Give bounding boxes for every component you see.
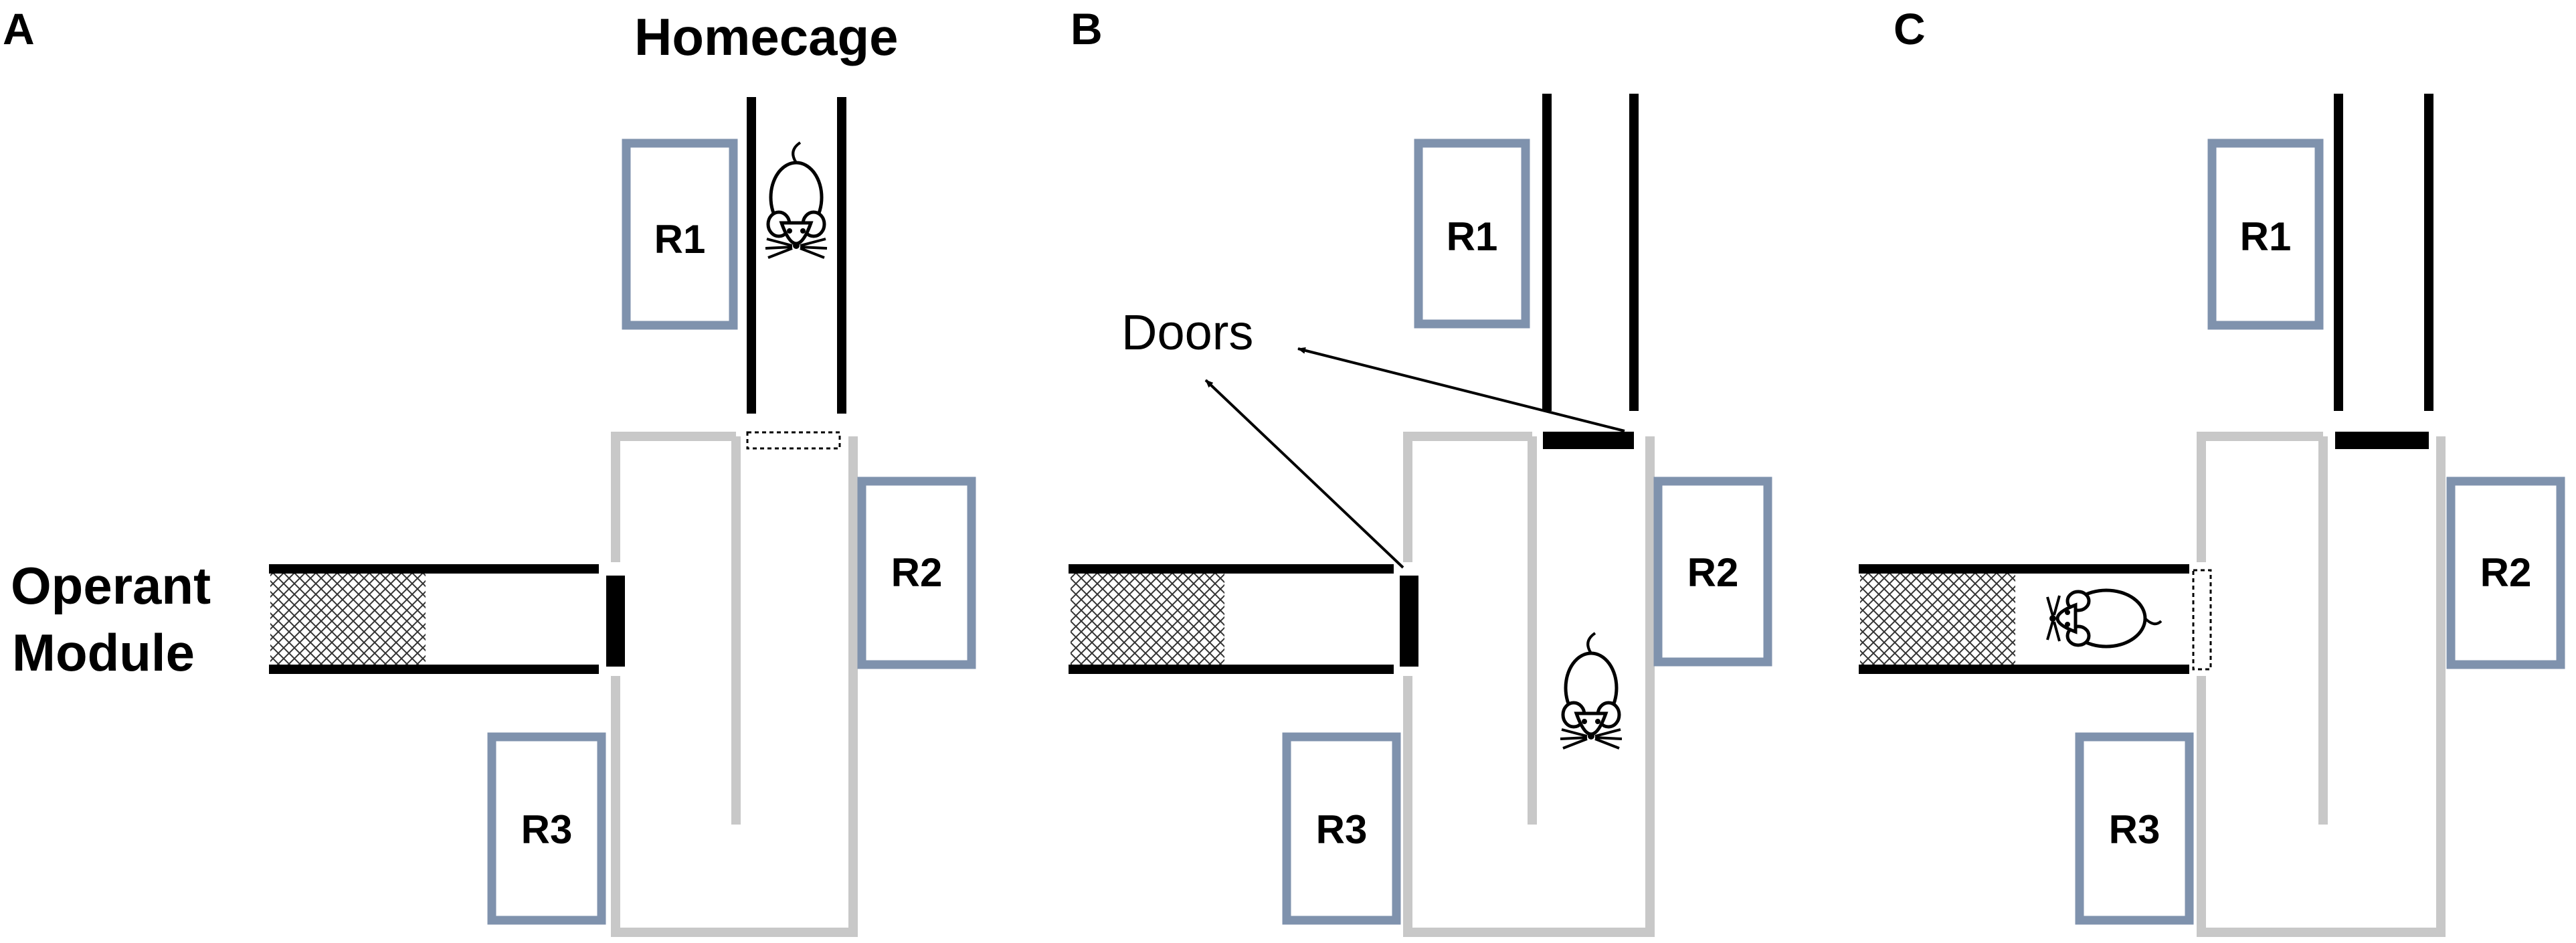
homecage-door-open [746,431,841,450]
reader-r3-label: R3 [521,807,573,852]
panel-c: C R1 R2 R3 [1859,4,2565,937]
corridor-wall [1403,432,1532,562]
mouse-icon [2047,590,2161,647]
corridor-wall [1403,436,1655,937]
reader-r3 [487,732,606,925]
homecage-door-closed [2335,432,2429,449]
operant-door-closed [606,576,625,667]
mouse-icon [765,143,827,258]
reader-r2-label: R2 [891,550,943,595]
operant-mesh [1071,574,1224,665]
corridor-wall [2197,436,2446,937]
operant-mesh [270,574,426,665]
reader-r3-label: R3 [1316,807,1368,852]
reader-r2-label: R2 [1687,550,1739,595]
panel-a: A Homecage Operant Module R1 R2 R3 [3,4,976,937]
doors-label: Doors [1121,305,1253,360]
reader-r1-label: R1 [654,217,706,262]
reader-r1 [1414,139,1530,329]
corridor-wall [611,432,736,562]
reader-r3 [2075,732,2194,925]
operant-module-label-line1: Operant [11,556,211,615]
reader-r1 [2207,139,2324,330]
reader-r1-label: R1 [1447,214,1498,259]
operant-module-label-line2: Module [12,623,195,682]
panel-label-c: C [1894,4,1926,54]
reader-r3 [1282,732,1401,925]
operant-mesh [1860,574,2015,665]
reader-r2-label: R2 [2480,550,2532,595]
reader-r3-label: R3 [2109,807,2160,852]
panel-label-b: B [1071,4,1103,54]
homecage-door-closed [1543,432,1634,449]
reader-r2 [2446,477,2565,669]
corridor-wall [2197,432,2323,562]
doors-arrow [1204,379,1404,569]
mouse-icon [1560,633,1622,748]
corridor-wall [611,436,858,937]
reader-r1-label: R1 [2240,214,2292,259]
operant-door-closed [1400,576,1418,667]
panel-b: B Doors R1 R2 R3 [1069,4,1772,937]
reader-r2 [1653,477,1772,667]
reader-r2 [857,477,976,669]
homecage-label: Homecage [634,7,899,66]
panel-label-a: A [3,4,35,54]
operant-door-open [2192,569,2212,671]
doors-arrow [1297,347,1625,432]
reader-r1 [622,139,738,330]
